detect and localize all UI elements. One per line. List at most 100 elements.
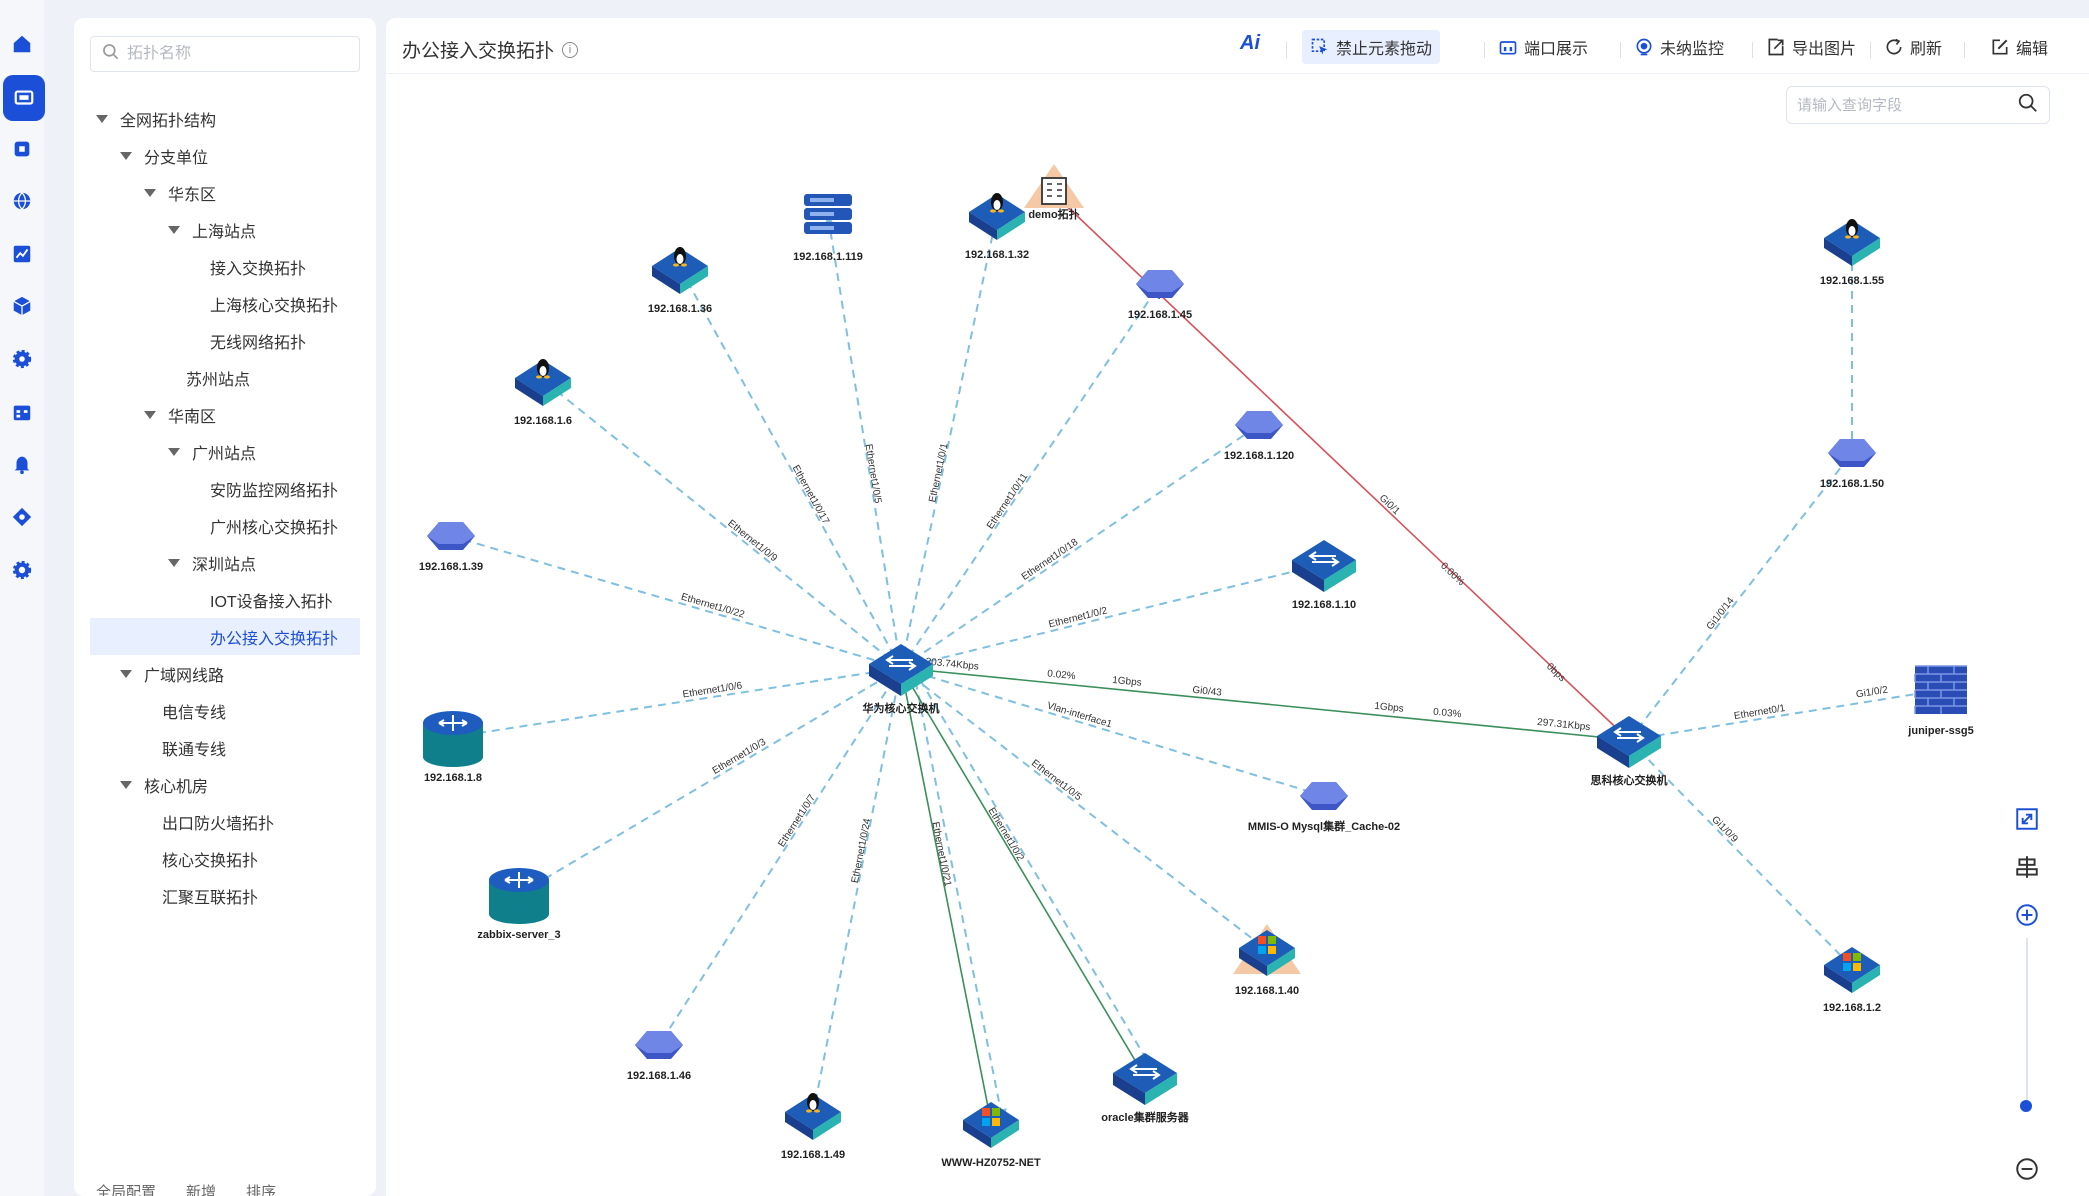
topology-node[interactable]: MMIS-O Mysql集群_Cache-02 [1248,782,1400,833]
topology-link[interactable] [449,533,902,669]
topology-node[interactable]: 192.168.1.46 [627,1031,691,1082]
home-icon[interactable] [0,24,44,64]
caret-down-icon[interactable] [120,780,132,789]
info-icon[interactable]: i [562,41,579,58]
caret-down-icon[interactable] [168,225,180,234]
ai-button[interactable]: Ai [1240,32,1260,54]
topology-node[interactable]: oracle集群服务器 [1101,1053,1190,1124]
topology-node[interactable]: 192.168.1.2 [1823,947,1881,1014]
tree-node[interactable]: 核心机房 [90,766,360,803]
caret-down-icon[interactable] [120,669,132,678]
tree-search-box[interactable] [90,36,360,72]
topology-node[interactable]: 192.168.1.39 [419,522,483,573]
tree-node[interactable]: 安防监控网络拓扑 [90,470,360,507]
topology-link[interactable] [541,378,902,669]
tree-node[interactable]: 核心交换拓扑 [90,840,360,877]
tree-node[interactable]: 上海站点 [90,211,360,248]
bell-icon[interactable] [0,444,44,484]
tree-node[interactable]: 苏州站点 [90,359,360,396]
add-button[interactable]: 新增 [186,1184,217,1196]
topology-node[interactable]: 192.168.1.55 [1820,219,1884,287]
caret-down-icon[interactable] [144,188,156,197]
topology-node[interactable]: 192.168.1.32 [965,193,1029,261]
tree-search-input[interactable] [127,45,347,63]
topology-node[interactable]: 192.168.1.36 [648,247,712,315]
tree-node[interactable]: 广州核心交换拓扑 [90,507,360,544]
topology-node[interactable]: 192.168.1.10 [1292,540,1356,611]
topology-link[interactable] [900,667,995,1124]
tree-node[interactable]: IOT设备接入拓扑 [90,581,360,618]
calendar-icon[interactable] [0,392,44,432]
zoom-slider-handle[interactable] [2018,1098,2034,1114]
monitor-icon[interactable] [3,75,45,121]
topology-link[interactable] [900,424,1261,669]
tree-node[interactable]: 办公接入交换拓扑 [90,618,360,655]
tree-node[interactable]: 联通专线 [90,729,360,766]
gear-icon[interactable] [0,339,44,379]
topology-link[interactable] [900,667,1146,1079]
topology-node[interactable]: demo拓扑 [1024,164,1084,221]
topology-node[interactable]: 192.168.1.49 [781,1093,845,1161]
device-icon[interactable] [0,129,44,169]
globe-icon[interactable] [0,181,44,221]
tree-node[interactable]: 分支单位 [90,137,360,174]
topology-link[interactable] [1628,685,1943,741]
topology-link[interactable] [900,282,1161,669]
chart-icon[interactable] [0,234,44,274]
query-box[interactable] [1786,86,2050,124]
topology-link[interactable] [912,667,1007,1124]
topology-link[interactable] [517,667,902,895]
topology-node[interactable]: 华为核心交换机 [863,644,940,715]
tree-node[interactable]: 出口防火墙拓扑 [90,803,360,840]
topology-link[interactable] [1053,193,1630,741]
topology-link[interactable] [900,560,1326,669]
topology-icon[interactable] [0,497,44,537]
topology-link[interactable] [900,667,1326,799]
topology-node[interactable]: 192.168.1.40 [1233,924,1301,997]
topology-link[interactable] [1628,739,1854,969]
caret-down-icon[interactable] [168,447,180,456]
topology-node[interactable]: 192.168.1.119 [793,194,863,263]
topology-node[interactable]: WWW-HZ0752-NET [941,1102,1041,1169]
export-image-button[interactable]: 导出图片 [1758,30,1864,64]
tree-node[interactable]: 无线网络拓扑 [90,322,360,359]
center-button[interactable] [2012,852,2042,882]
topology-link[interactable] [1628,451,1853,741]
topology-node[interactable]: 192.168.1.45 [1128,270,1192,321]
tree-node[interactable]: 上海核心交换拓扑 [90,285,360,322]
caret-down-icon[interactable] [120,151,132,160]
tree-node[interactable]: 广州站点 [90,433,360,470]
tree-node[interactable]: 汇聚互联拓扑 [90,877,360,914]
topology-node[interactable]: 192.168.1.120 [1224,411,1294,462]
topology-link[interactable] [912,667,1158,1079]
lock-drag-button[interactable]: 禁止元素拖动 [1302,30,1441,64]
unmonitored-button[interactable]: 未纳监控 [1626,30,1732,64]
zoom-out-button[interactable] [2012,1154,2042,1184]
search-icon[interactable] [2017,92,2039,119]
cube-icon[interactable] [0,286,44,326]
topology-node[interactable]: 思科核心交换机 [1591,716,1668,787]
caret-down-icon[interactable] [168,558,180,567]
topology-link[interactable] [900,667,1269,951]
query-input[interactable] [1797,96,2017,114]
port-display-button[interactable]: 端口展示 [1490,30,1596,64]
topology-link[interactable] [900,667,1631,745]
topology-link[interactable] [809,667,902,1116]
topology-node[interactable]: 192.168.1.8 [423,711,483,784]
topology-node[interactable]: zabbix-server_3 [477,868,561,941]
topology-link[interactable] [658,667,902,1047]
topology-link[interactable] [451,667,902,742]
fit-screen-button[interactable] [2012,804,2042,834]
topology-link[interactable] [823,214,902,669]
tree-node[interactable]: 电信专线 [90,692,360,729]
tree-node[interactable]: 全网拓扑结构 [90,100,360,137]
zoom-in-button[interactable] [2012,900,2042,930]
global-config-button[interactable]: 全局配置 [96,1184,157,1196]
topology-node[interactable]: 192.168.1.50 [1820,439,1884,490]
settings-icon[interactable] [0,550,44,590]
tree-node[interactable]: 深圳站点 [90,544,360,581]
caret-down-icon[interactable] [96,114,108,123]
topology-link[interactable] [900,212,1001,669]
edit-button[interactable]: 编辑 [1982,30,2056,64]
